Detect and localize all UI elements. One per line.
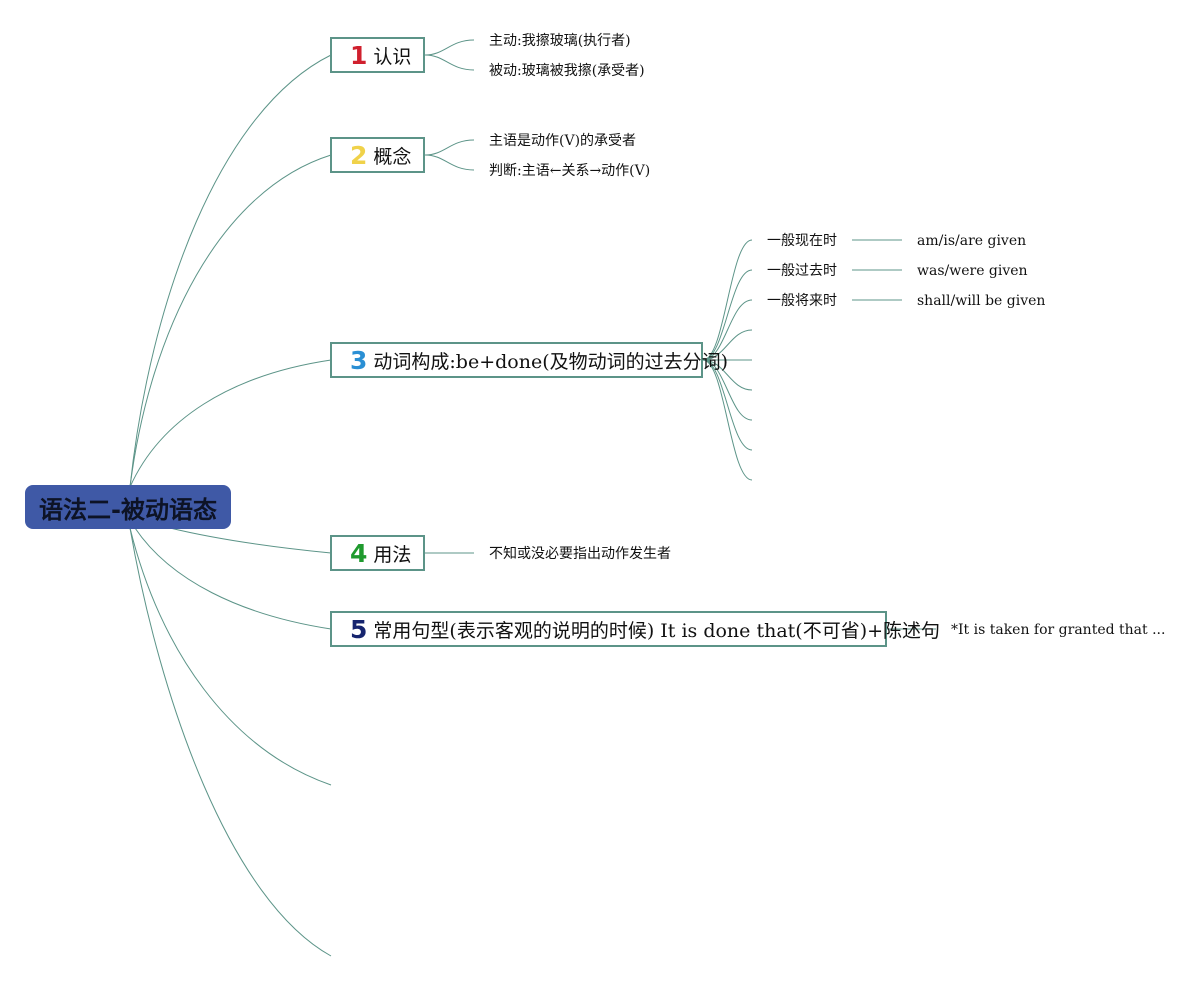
connector-t1-c2 [424,54,475,71]
connector-t3-c8 [702,359,753,451]
topic-4-label: 用法 [373,543,412,566]
topic-2-node[interactable]: 2 概念 [330,137,425,173]
topic-3-child-2[interactable]: 一般过去时 [767,263,837,279]
topic-3-label: 动词构成:be+done(及物动词的过去分词) [373,350,729,373]
topic-3-node[interactable]: 3 动词构成:be+done(及物动词的过去分词) [330,342,728,378]
topic-1-node[interactable]: 1 认识 [330,37,425,73]
topic-2-number: 2 [350,140,368,170]
connector-t3-c3 [702,299,753,361]
topic-4-number: 4 [350,538,368,568]
connector-root-topic-5 [134,527,332,630]
connector-root-topic-2 [129,154,332,488]
topic-5-node[interactable]: 5 常用句型(表示客观的说明的时候) It is done that(不可省)+… [330,611,940,647]
topic-1-number: 1 [350,40,368,70]
root-label: 语法二-被动语态 [39,495,217,524]
topic-1-label: 认识 [373,45,412,68]
connector-t1-c1 [424,39,475,56]
connector-t2-c2 [424,154,475,171]
topic-5-label: 常用句型(表示客观的说明的时候) It is done that(不可省)+陈述… [373,619,941,642]
connector-root-topic-4 [169,527,332,554]
connector-root-topic-3 [129,359,332,488]
topic-5-number: 5 [350,614,368,644]
topic-4-node[interactable]: 4 用法 [330,535,425,571]
topic-3-child-2-detail[interactable]: was/were given [917,263,1028,279]
connector-root-empty-6 [129,527,332,786]
connector-root-topic-1 [129,54,332,488]
connector-t3-c6 [702,359,753,391]
topic-3-child-1[interactable]: 一般现在时 [767,233,837,249]
root-node[interactable]: 语法二-被动语态 [25,485,231,529]
topic-3-child-1-detail[interactable]: am/is/are given [917,233,1027,249]
topic-1-child-1[interactable]: 主动:我擦玻璃(执行者) [489,33,631,49]
topic-3-child-3[interactable]: 一般将来时 [767,293,837,309]
topic-1-child-2[interactable]: 被动:玻璃被我擦(承受者) [489,63,645,79]
topic-3-child-3-detail[interactable]: shall/will be given [917,293,1046,309]
topic-3-number: 3 [350,345,368,375]
topic-4-child-1[interactable]: 不知或没必要指出动作发生者 [489,546,671,562]
connector-t3-c9 [702,359,753,481]
connector-t3-c2 [702,269,753,361]
connector-t3-c4 [702,329,753,361]
topic-2-child-1[interactable]: 主语是动作(V)的承受者 [489,133,637,149]
connector-root-empty-7 [129,527,332,957]
topic-2-child-2[interactable]: 判断:主语←关系→动作(V) [489,163,651,179]
connector-t3-c7 [702,359,753,421]
topic-5-child-1[interactable]: *It is taken for granted that ... [951,622,1166,638]
topic-2-label: 概念 [373,145,412,168]
connector-t3-c1 [702,239,753,361]
connector-t2-c1 [424,139,475,156]
